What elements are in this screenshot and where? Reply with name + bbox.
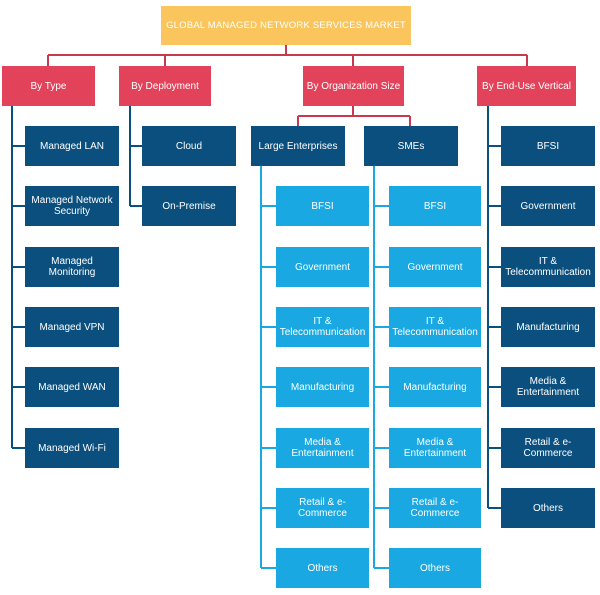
large-enterprise-item-others: Others <box>276 548 369 588</box>
vertical-item-media-entertainment: Media & Entertainment <box>501 367 595 407</box>
sme-item-retail-ecommerce: Retail & e- Commerce <box>389 488 481 528</box>
sme-item-bfsi: BFSI <box>389 186 481 226</box>
type-item-managed-wan: Managed WAN <box>25 367 119 407</box>
sme-item-it-telecommunication: IT & Telecommunication <box>389 307 481 347</box>
large-enterprise-item-bfsi: BFSI <box>276 186 369 226</box>
deployment-item-on-premise: On-Premise <box>142 186 236 226</box>
large-enterprise-item-government: Government <box>276 247 369 287</box>
deployment-bracket <box>129 106 142 207</box>
vertical-item-it-telecommunication: IT & Telecommunication <box>501 247 595 287</box>
sme-bracket <box>373 166 389 569</box>
type-item-managed-lan: Managed LAN <box>25 126 119 166</box>
category-by-organization-size: By Organization Size <box>303 66 404 106</box>
large-enterprise-item-retail-ecommerce: Retail & e- Commerce <box>276 488 369 528</box>
category-by-deployment: By Deployment <box>119 66 211 106</box>
vertical-item-bfsi: BFSI <box>501 126 595 166</box>
org-size-smes: SMEs <box>364 126 458 166</box>
org-size-large-enterprises: Large Enterprises <box>251 126 345 166</box>
root-node: GLOBAL MANAGED NETWORK SERVICES MARKET <box>161 6 411 45</box>
category-by-type: By Type <box>2 66 95 106</box>
large-enterprise-bracket <box>260 166 276 569</box>
vertical-item-retail-ecommerce: Retail & e- Commerce <box>501 428 595 468</box>
category-by-end-use-vertical: By End-Use Vertical <box>477 66 576 106</box>
root-connectors <box>47 45 528 126</box>
type-bracket <box>11 106 25 449</box>
sme-item-others: Others <box>389 548 481 588</box>
vertical-bracket <box>487 106 501 509</box>
vertical-item-manufacturing: Manufacturing <box>501 307 595 347</box>
type-item-managed-monitoring: Managed Monitoring <box>25 247 119 287</box>
type-item-managed-network-security: Managed Network Security <box>25 186 119 226</box>
large-enterprise-item-it-telecommunication: IT & Telecommunication <box>276 307 369 347</box>
vertical-item-government: Government <box>501 186 595 226</box>
type-item-managed-vpn: Managed VPN <box>25 307 119 347</box>
large-enterprise-item-manufacturing: Manufacturing <box>276 367 369 407</box>
deployment-item-cloud: Cloud <box>142 126 236 166</box>
sme-item-government: Government <box>389 247 481 287</box>
vertical-item-others: Others <box>501 488 595 528</box>
large-enterprise-item-media-entertainment: Media & Entertainment <box>276 428 369 468</box>
type-item-managed-wifi: Managed Wi-Fi <box>25 428 119 468</box>
sme-item-media-entertainment: Media & Entertainment <box>389 428 481 468</box>
sme-item-manufacturing: Manufacturing <box>389 367 481 407</box>
